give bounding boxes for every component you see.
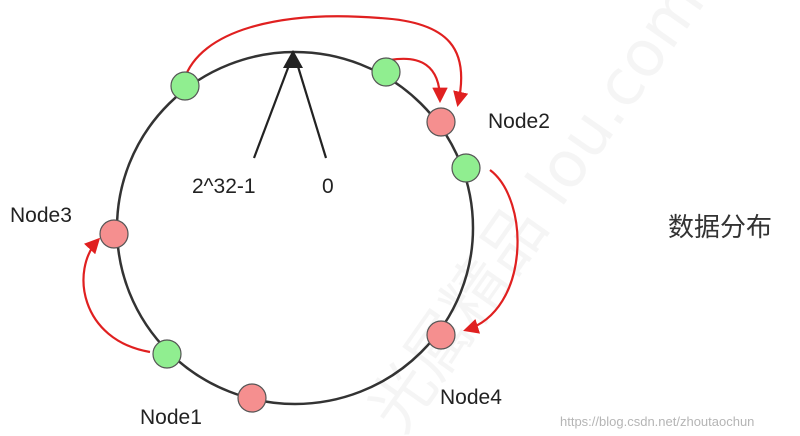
node4-label: Node4	[440, 386, 502, 409]
ring-max-label: 2^32-1	[192, 175, 256, 198]
data-distribution-title: 数据分布	[668, 213, 772, 243]
node2-label: Node2	[488, 110, 550, 133]
ring-zero-label: 0	[322, 175, 334, 198]
node4-point	[426, 320, 456, 350]
arrow-to-node2-long	[182, 15, 469, 108]
data-point-4	[152, 339, 182, 369]
watermark-overlay-text: 光属精品 lou.com	[354, 0, 719, 436]
node3-point	[99, 219, 129, 249]
data-point-2	[371, 57, 401, 87]
watermark-url: https://blog.csdn.net/zhoutaochun	[560, 414, 754, 429]
data-point-1	[170, 71, 200, 101]
node1-label: Node1	[140, 406, 202, 429]
node1-point	[237, 383, 267, 413]
pointer-line-max	[252, 59, 293, 159]
arrow-to-node3	[82, 237, 151, 354]
node3-label: Node3	[10, 204, 72, 227]
background-watermark: 光属精品 lou.com	[354, 0, 719, 436]
arrow-to-node4	[463, 169, 519, 334]
pointer-line-zero	[294, 59, 328, 159]
data-point-3	[451, 153, 481, 183]
arrow-to-node2-short	[389, 57, 448, 104]
node2-point	[426, 107, 456, 137]
